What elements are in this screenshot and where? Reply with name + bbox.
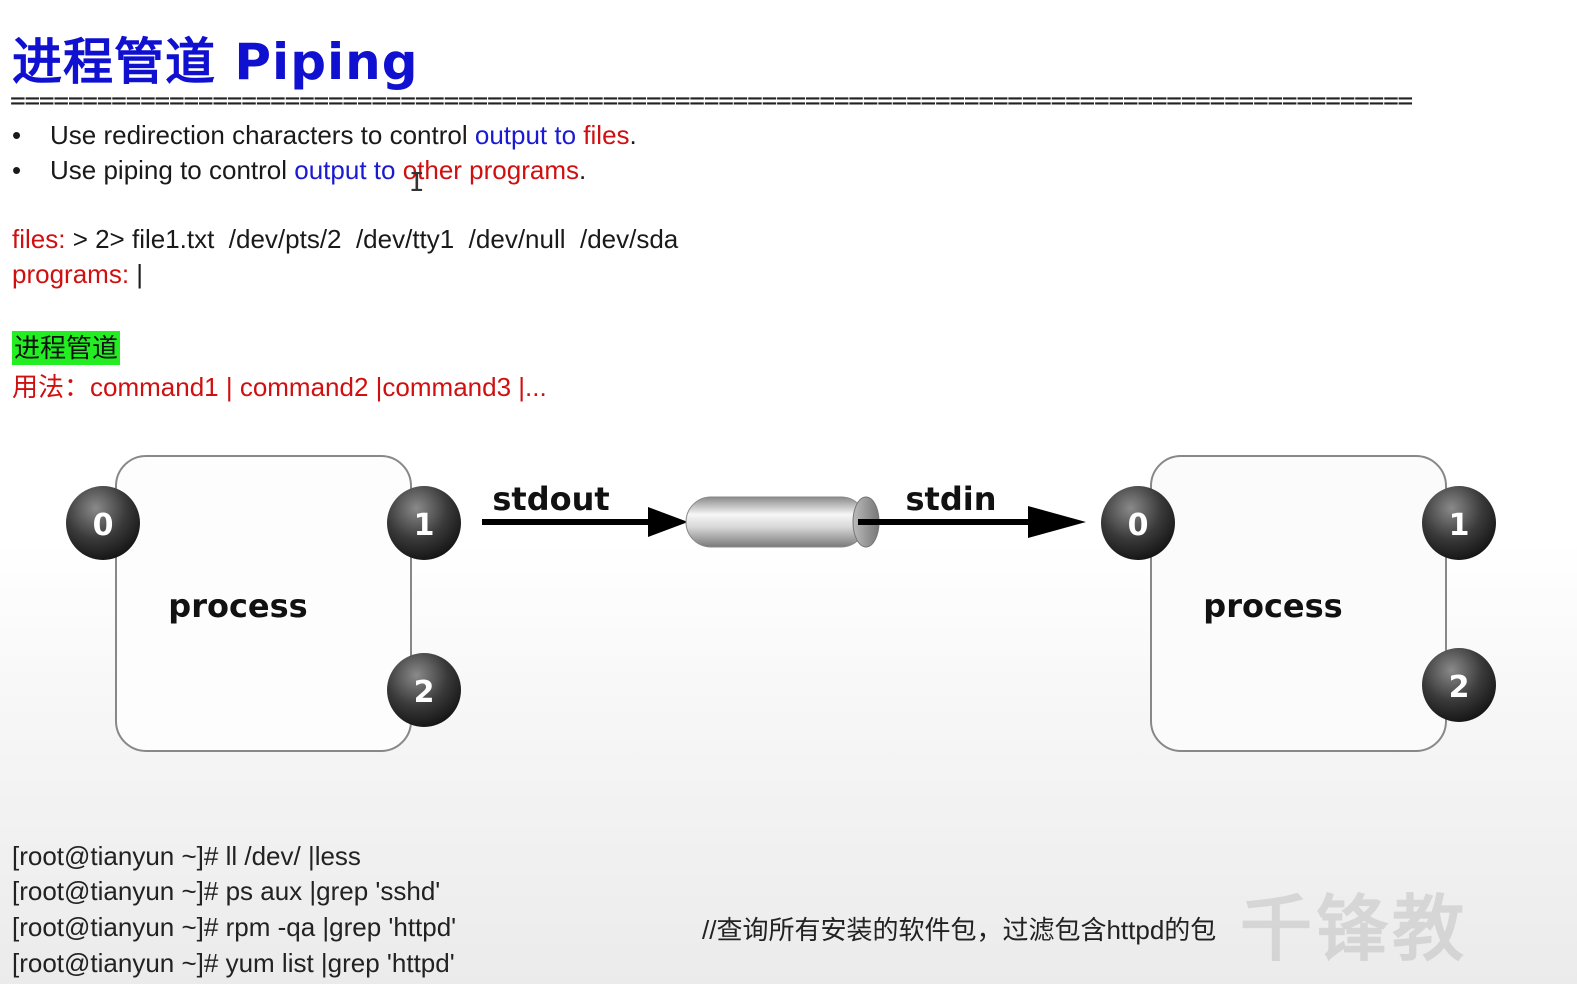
command-comment: //查询所有安装的软件包，过滤包含httpd的包 bbox=[702, 915, 1217, 945]
svg-text:0: 0 bbox=[93, 508, 114, 543]
command-line: [root@tianyun ~]# yum list |grep 'httpd' bbox=[12, 948, 455, 978]
command-line: [root@tianyun ~]# ps aux |grep 'sshd' bbox=[12, 876, 441, 906]
separator-rule: ========================================… bbox=[10, 86, 1413, 116]
svg-text:2: 2 bbox=[414, 675, 435, 710]
pipe-heading: 进程管道 bbox=[12, 331, 121, 365]
pipe-icon bbox=[685, 496, 880, 548]
left-process-label: process bbox=[168, 587, 307, 625]
watermark-logo: 千锋教 bbox=[1240, 887, 1469, 971]
stdout-label: stdout bbox=[492, 480, 609, 518]
files-line: files: > 2> file1.txt /dev/pts/2 /dev/tt… bbox=[12, 224, 679, 254]
right-process-label: process bbox=[1203, 587, 1342, 625]
right-fd-2: 2 bbox=[1422, 648, 1496, 722]
left-process-box bbox=[115, 455, 412, 752]
left-fd-2: 2 bbox=[387, 653, 461, 727]
bullet-redirection: •Use redirection characters to control o… bbox=[12, 120, 637, 150]
left-fd-1: 1 bbox=[387, 486, 461, 560]
right-fd-1: 1 bbox=[1422, 486, 1496, 560]
svg-text:2: 2 bbox=[1449, 670, 1470, 705]
svg-text:0: 0 bbox=[1128, 508, 1149, 543]
page-title: 进程管道 Piping bbox=[12, 33, 419, 91]
command-line: [root@tianyun ~]# rpm -qa |grep 'httpd' bbox=[12, 912, 457, 942]
left-fd-0: 0 bbox=[66, 486, 140, 560]
stdout-arrow bbox=[482, 507, 688, 537]
command-line: [root@tianyun ~]# ll /dev/ |less bbox=[12, 841, 361, 871]
bullet-dot: • bbox=[12, 120, 22, 150]
stdin-label: stdin bbox=[906, 480, 997, 518]
programs-line: programs: | bbox=[12, 259, 144, 289]
right-fd-0: 0 bbox=[1101, 486, 1175, 560]
right-process-box bbox=[1150, 455, 1447, 752]
svg-text:1: 1 bbox=[1449, 508, 1470, 543]
svg-text:1: 1 bbox=[414, 508, 435, 543]
stdin-arrow bbox=[858, 506, 1086, 538]
text-cursor-icon: I bbox=[409, 168, 425, 198]
bullet-piping: •Use piping to control output to other p… bbox=[12, 155, 587, 185]
bullet-dot: • bbox=[12, 155, 22, 185]
usage-line: 用法：command1 | command2 |command3 |... bbox=[12, 372, 547, 402]
